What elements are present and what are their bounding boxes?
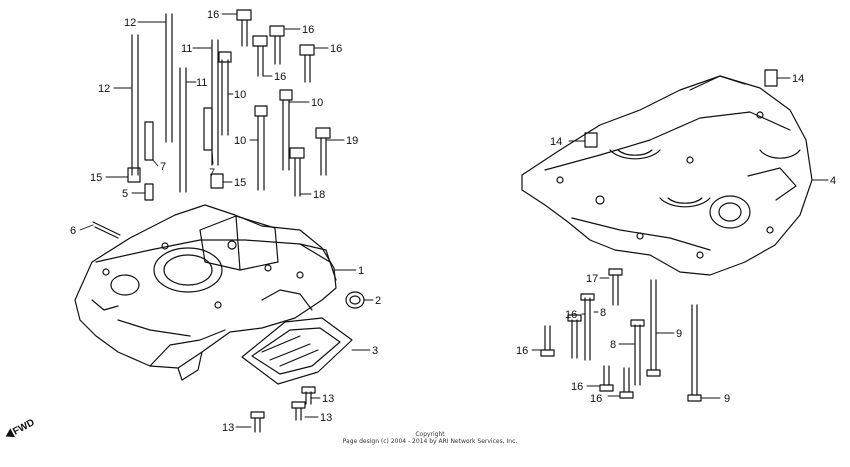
callout-label: 1 (358, 265, 364, 277)
callout-label: 16 (207, 9, 219, 21)
copyright-notice: Copyright Page design (c) 2004 - 2014 by… (300, 431, 560, 445)
copyright-text: Page design (c) 2004 - 2014 by ARI Netwo… (342, 438, 518, 445)
callout-label: 13 (320, 412, 332, 424)
callout-label: 15 (234, 177, 246, 189)
callout-label: 10 (234, 89, 246, 101)
oil-seal (345, 291, 365, 309)
callout-label: 14 (792, 73, 804, 85)
callout-label: 12 (124, 17, 136, 29)
callout-label: 7 (160, 161, 166, 173)
callout-label: 19 (346, 135, 358, 147)
callout-label: 16 (565, 309, 577, 321)
callout-label: 11 (181, 43, 192, 55)
callout-labels: 12 12 11 11 10 10 10 16 16 16 16 7 7 15 … (70, 9, 836, 434)
callout-label: 18 (313, 189, 325, 201)
callout-label: 9 (676, 328, 682, 340)
callout-label: 3 (372, 345, 378, 357)
callout-label: 2 (375, 295, 381, 307)
callout-label: 7 (209, 167, 215, 179)
dowel-collar (584, 132, 598, 148)
dowel-pin (92, 221, 121, 239)
callout-label: 16 (590, 393, 602, 405)
callout-label: 16 (330, 43, 342, 55)
callout-label: 14 (550, 136, 562, 148)
callout-label: 9 (724, 393, 730, 405)
oil-strainer-cover (241, 317, 353, 385)
lower-crankcase (521, 75, 813, 276)
callout-label: 5 (122, 188, 128, 200)
callout-label: 12 (98, 83, 110, 95)
callout-label: 13 (222, 422, 234, 434)
callout-label: 17 (586, 273, 598, 285)
callout-label: 8 (610, 339, 616, 351)
callout-label: 16 (274, 71, 286, 83)
callout-label: 11 (196, 77, 207, 89)
callout-label: 16 (302, 24, 314, 36)
upper-crankcase (74, 204, 337, 381)
stud-bolts-left (127, 9, 331, 433)
callout-label: 10 (311, 97, 323, 109)
leader-lines (79, 13, 829, 428)
callout-label: 8 (600, 307, 606, 319)
callout-label: 4 (830, 175, 836, 187)
bolts-right (540, 268, 702, 402)
callout-label: 15 (90, 172, 102, 184)
copyright-title: Copyright (415, 431, 445, 438)
callout-label: 16 (571, 381, 583, 393)
callout-label: 10 (234, 135, 246, 147)
callout-label: 16 (516, 345, 528, 357)
callout-label: 13 (322, 393, 334, 405)
callout-label: 6 (70, 225, 76, 237)
dowel-collar (764, 69, 778, 87)
